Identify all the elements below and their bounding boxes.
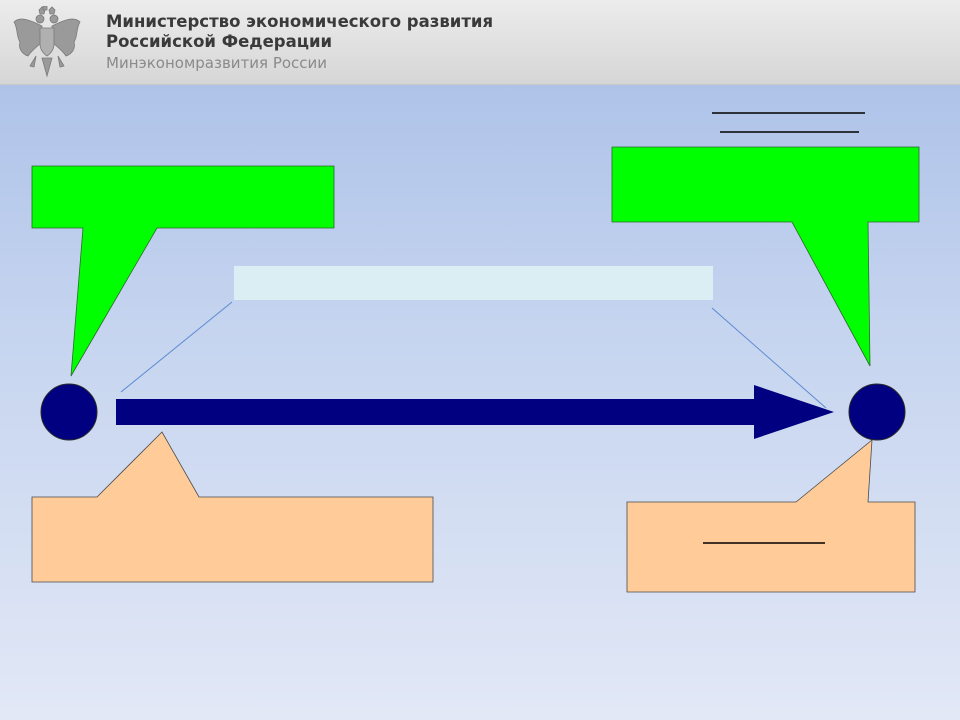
end-node	[848, 383, 906, 441]
org-name: Министерство экономического развития Рос…	[106, 12, 493, 52]
connector-line-right	[711, 307, 827, 409]
double-headed-eagle-icon	[13, 6, 81, 78]
connector-line-left	[120, 301, 233, 393]
org-name-line-2: Российской Федерации	[106, 32, 333, 51]
green-callout-left	[31, 165, 335, 377]
timeline-label-box	[234, 266, 713, 300]
timeline-arrow-head	[754, 385, 834, 439]
start-node	[40, 383, 98, 441]
peach-callout-right	[626, 439, 916, 593]
header-bar: Министерство экономического развития Рос…	[0, 0, 960, 85]
org-short-name: Минэкономразвития России	[106, 54, 328, 72]
org-name-line-1: Министерство экономического развития	[106, 12, 494, 31]
timeline-arrow-shaft	[116, 399, 756, 425]
peach-callout-left	[31, 431, 434, 583]
green-callout-right	[611, 146, 920, 367]
